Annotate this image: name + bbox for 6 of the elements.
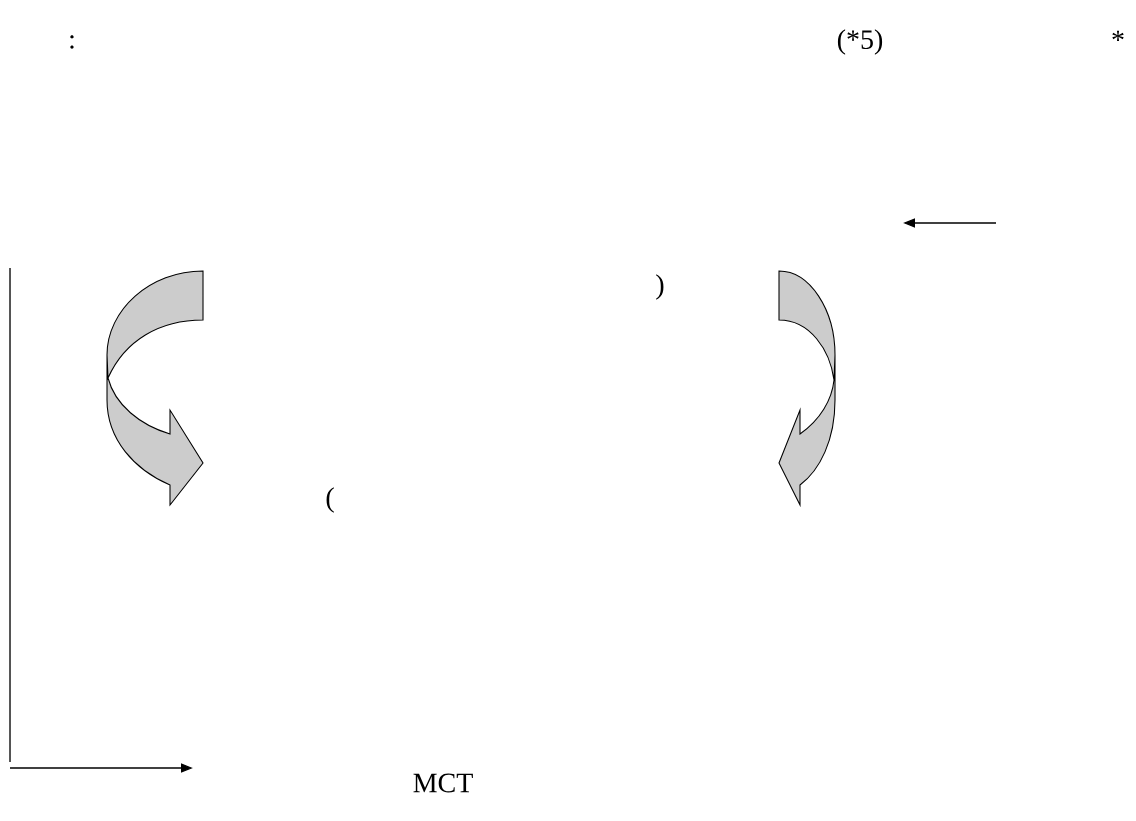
label: MCT xyxy=(413,773,473,793)
label: : xyxy=(70,35,74,49)
label: * xyxy=(1112,30,1124,42)
label: ( xyxy=(326,487,334,513)
label: ) xyxy=(656,274,664,300)
label: (*5) xyxy=(837,29,883,55)
